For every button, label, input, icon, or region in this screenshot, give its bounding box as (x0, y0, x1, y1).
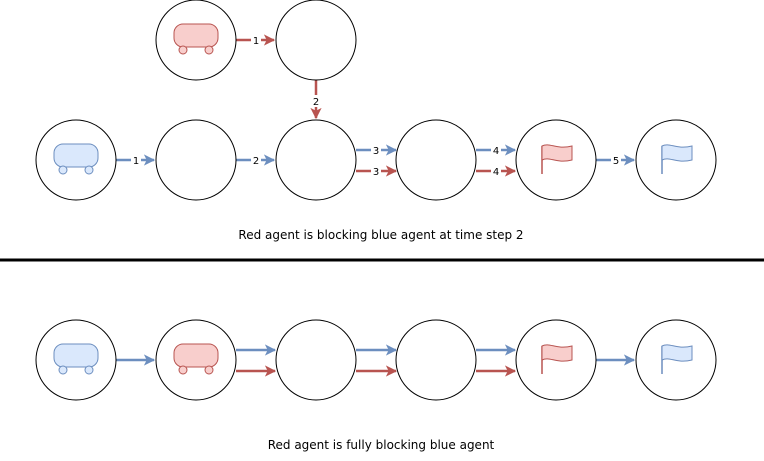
node-3 (395, 119, 477, 201)
edge-label-red-n3-to-red-goal: 4 (493, 167, 499, 178)
edge-label-blue-start-to-n1: 1 (133, 156, 139, 167)
edge-label-red-spawn-to-upper: 1 (253, 36, 259, 47)
node-center (275, 119, 357, 201)
node-2-b (275, 319, 357, 401)
edge-label-blue-center-to-n3: 3 (373, 146, 379, 157)
top-caption: Red agent is blocking blue agent at time… (238, 228, 523, 242)
edge-label-red-upper-to-center: 2 (313, 97, 319, 108)
top-panel: 1 2 1 2 3 3 4 4 5 Red agent is blocking … (35, 0, 717, 242)
node-upper (275, 0, 357, 81)
edge-label-blue-n1-to-center: 2 (253, 156, 259, 167)
node-3-b (395, 319, 477, 401)
bottom-edges (116, 344, 636, 377)
edge-label-blue-n3-to-red-goal: 4 (493, 146, 499, 157)
node-1 (155, 119, 237, 201)
bottom-panel: Red agent is fully blocking blue agent (35, 319, 717, 452)
edge-label-red-center-to-n3: 3 (373, 167, 379, 178)
edge-label-blue-red-goal-to-blue-goal: 5 (613, 156, 619, 167)
bottom-caption: Red agent is fully blocking blue agent (268, 438, 495, 452)
edge-labels: 1 2 1 2 3 3 4 4 5 (131, 34, 621, 178)
